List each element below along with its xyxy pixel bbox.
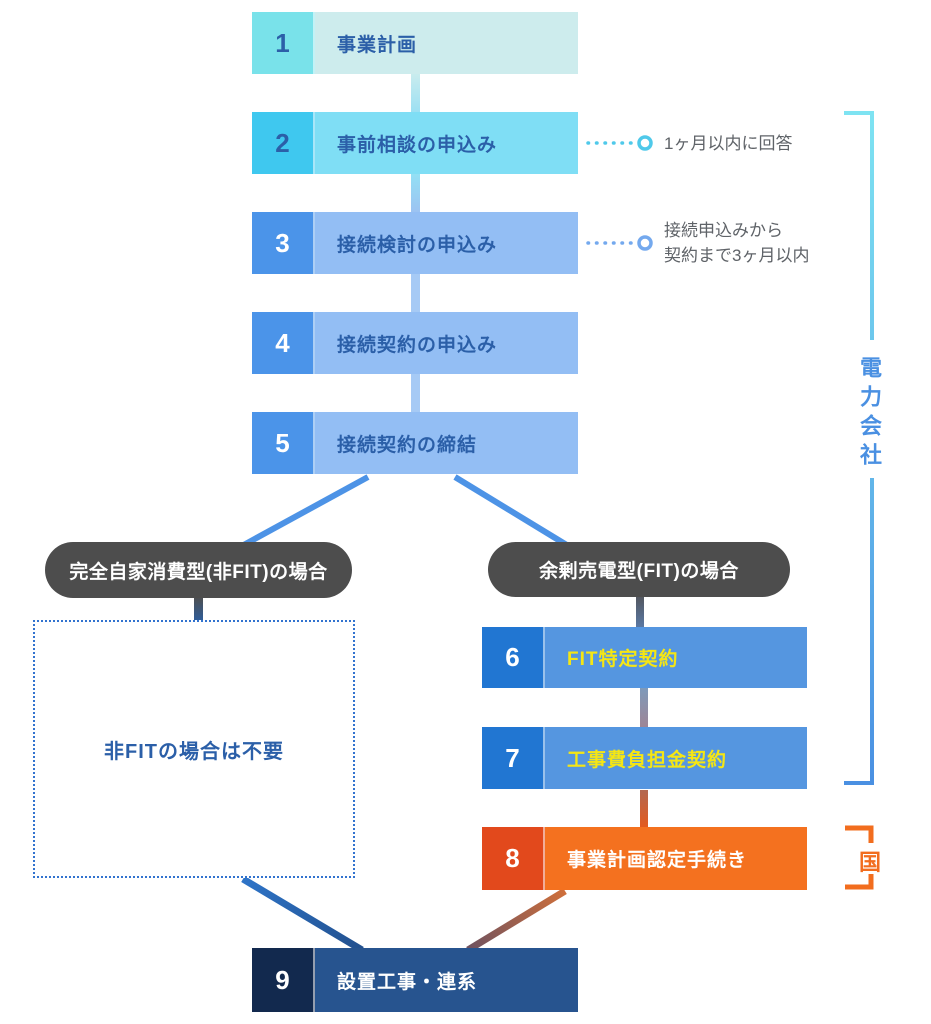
step-label: FIT特定契約 xyxy=(545,627,807,688)
skip-note-text: 非FITの場合は不要 xyxy=(104,740,284,763)
step-block-7: 7 工事費負担金契約 xyxy=(482,727,807,789)
step-block-5: 5 接続契約の締結 xyxy=(252,412,578,474)
connector-rightpill-step6 xyxy=(636,596,644,629)
step-label: 事業計画 xyxy=(315,12,578,74)
step-number: 4 xyxy=(252,312,315,374)
step-block-2: 2 事前相談の申込み xyxy=(252,112,578,174)
step-block-8: 8 事業計画認定手続き xyxy=(482,827,807,890)
nation-label: 国 xyxy=(858,850,881,875)
connector-step6-step7 xyxy=(640,688,648,728)
nation-bracket-top xyxy=(845,825,874,843)
diagonal-step5-to-left-pill xyxy=(238,474,370,550)
step-number: 1 xyxy=(252,12,315,74)
step-label: 工事費負担金契約 xyxy=(545,727,807,789)
connector-leftpill-skipbox xyxy=(194,597,203,622)
step-block-3: 3 接続検討の申込み xyxy=(252,212,578,274)
step-number: 3 xyxy=(252,212,315,274)
connector-step1-step2 xyxy=(411,74,420,112)
annotation-step2-text: 1ヶ月以内に回答 xyxy=(664,134,793,153)
connector-step3-step4 xyxy=(411,274,420,312)
skip-note-box: 非FITの場合は不要 xyxy=(33,620,355,878)
annotation-step3-text: 接続申込みから 契約まで3ヶ月以内 xyxy=(664,218,809,268)
connector-step4-step5 xyxy=(411,374,420,412)
diagonal-step8-to-step9 xyxy=(466,888,567,953)
annotation-step3-line1: 接続申込みから xyxy=(664,221,783,240)
step-label: 接続契約の申込み xyxy=(315,312,578,374)
branch-pill-non-fit: 完全自家消費型(非FIT)の場合 xyxy=(45,542,352,598)
connector-step7-step8 xyxy=(640,790,648,828)
step-number: 8 xyxy=(482,827,545,890)
step-block-6: 6 FIT特定契約 xyxy=(482,627,807,688)
step-block-4: 4 接続契約の申込み xyxy=(252,312,578,374)
step-number: 6 xyxy=(482,627,545,688)
step-number: 7 xyxy=(482,727,545,789)
step-label: 接続契約の締結 xyxy=(315,412,578,474)
power-company-bracket-top xyxy=(844,111,874,340)
step-number: 5 xyxy=(252,412,315,474)
step-label: 接続検討の申込み xyxy=(315,212,578,274)
annotation-ring-step3 xyxy=(637,235,653,251)
step-label: 設置工事・連系 xyxy=(315,948,578,1012)
step-number: 9 xyxy=(252,948,315,1012)
diagonal-skipbox-to-step9 xyxy=(241,875,364,954)
step-label: 事前相談の申込み xyxy=(315,112,578,174)
step-number: 2 xyxy=(252,112,315,174)
annotation-ring-step2 xyxy=(637,135,653,151)
step-label: 事業計画認定手続き xyxy=(545,827,807,890)
step-block-1: 1 事業計画 xyxy=(252,12,578,74)
power-company-label: 電力会社 xyxy=(857,356,882,472)
step-block-9: 9 設置工事・連系 xyxy=(252,948,578,1012)
annotation-step3-line2: 契約まで3ヶ月以内 xyxy=(664,246,810,265)
diagonal-step5-to-right-pill xyxy=(453,474,572,550)
branch-pill-fit: 余剰売電型(FIT)の場合 xyxy=(488,542,790,597)
power-company-bracket-bottom xyxy=(844,478,874,785)
connector-step2-step3 xyxy=(411,174,420,212)
